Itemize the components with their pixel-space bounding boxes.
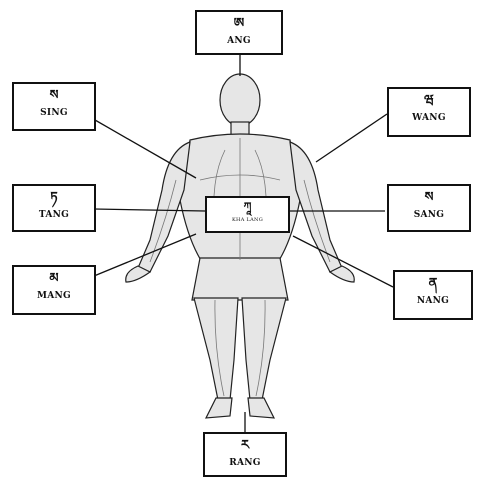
word-upper-right: WANG [389, 113, 469, 123]
glyph-upper-left: ས [14, 89, 94, 103]
word-center: KHA LANG [207, 217, 288, 223]
label-center: ཀཱ KHA LANG [205, 196, 290, 233]
label-upper-right: ཝ WANG [387, 87, 471, 137]
glyph-upper-right: ཝ [389, 94, 469, 108]
word-bottom: RANG [205, 458, 285, 468]
glyph-lower-right: ན [395, 277, 471, 291]
label-mid-left: ཏ TANG [12, 184, 96, 232]
word-lower-right: NANG [395, 296, 471, 306]
word-mid-right: SANG [389, 210, 469, 220]
word-mid-left: TANG [14, 210, 94, 220]
label-upper-left: ས SING [12, 82, 96, 131]
glyph-center: ཀཱ [207, 200, 288, 214]
glyph-top: ཨ [197, 17, 281, 31]
glyph-mid-right: ས [389, 191, 469, 205]
word-top: ANG [197, 36, 281, 46]
label-mid-right: ས SANG [387, 184, 471, 232]
label-top: ཨ ANG [195, 10, 283, 55]
label-lower-right: ན NANG [393, 270, 473, 320]
glyph-mid-left: ཏ [14, 191, 94, 205]
label-bottom: ར RANG [203, 432, 287, 477]
word-upper-left: SING [14, 108, 94, 118]
glyph-bottom: ར [205, 439, 285, 453]
glyph-lower-left: མ [14, 272, 94, 286]
label-lower-left: མ MANG [12, 265, 96, 315]
word-lower-left: MANG [14, 291, 94, 301]
